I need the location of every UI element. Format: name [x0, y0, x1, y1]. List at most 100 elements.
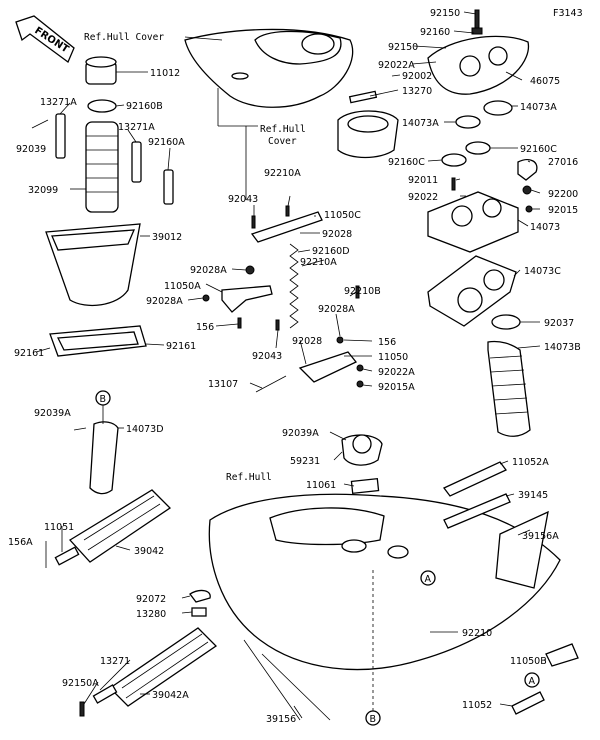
part-label: 13107	[208, 379, 238, 390]
part-label: 11050A	[164, 281, 201, 292]
leader-lines	[35, 11, 546, 719]
part-label: 92022	[408, 192, 438, 203]
bar-11052a-39145-parts	[442, 461, 511, 529]
part-label: 13271A	[118, 122, 155, 133]
part-label: 11061	[306, 480, 336, 491]
part-label: 92161	[166, 341, 196, 352]
part-label: 39145	[518, 490, 548, 501]
part-label: 39156A	[522, 531, 559, 542]
part-label: 92039A	[34, 408, 71, 419]
part-label: 92037	[544, 318, 574, 329]
part-label: 39012	[152, 232, 182, 243]
part-label: 92150A	[62, 678, 99, 689]
vent-59231-part	[341, 434, 383, 495]
part-label: 92002	[402, 71, 432, 82]
marker-b: B	[95, 390, 111, 406]
part-label: 92011	[408, 175, 438, 186]
part-label: 92022A	[378, 60, 415, 71]
spring-92160d-part	[289, 243, 299, 329]
part-label: 92015A	[378, 382, 415, 393]
figure-id: F3143	[553, 8, 583, 19]
duct-14073d-part	[73, 421, 119, 495]
part-label: 13271A	[40, 97, 77, 108]
mat-39042-part	[54, 489, 172, 566]
seal-14073a-parts	[455, 100, 513, 129]
clip-92072-13280-parts	[189, 589, 211, 617]
part-label: 27016	[548, 157, 578, 168]
part-label: 39042	[134, 546, 164, 557]
part-label: 92039A	[282, 428, 319, 439]
part-label: 92072	[136, 594, 166, 605]
box-14073-part	[427, 177, 519, 253]
marker-b: B	[365, 710, 381, 726]
duct-14073b-part	[487, 340, 531, 437]
part-label: 11051	[44, 522, 74, 533]
part-label: 32099	[28, 185, 58, 196]
svg-text:B: B	[370, 714, 377, 725]
ring-92160b-part	[87, 99, 117, 113]
cap-11012-part	[85, 56, 117, 85]
part-label: 92028A	[318, 304, 355, 315]
tray-14073c-part	[427, 255, 517, 327]
part-label: 92043	[228, 194, 258, 205]
part-label: 156A	[8, 537, 33, 548]
part-label: 11050B	[510, 656, 547, 667]
part-label: 92200	[548, 189, 578, 200]
part-label: 14073D	[126, 424, 164, 435]
part-label: 92043	[252, 351, 282, 362]
part-label: 92210A	[264, 168, 301, 179]
bracket-11050c-part	[250, 205, 323, 243]
bracket-11050b-11052-parts	[511, 643, 579, 715]
svg-text:A: A	[529, 676, 536, 687]
marker-a: A	[420, 570, 436, 586]
marker-a: A	[524, 672, 540, 688]
cover-46075-part	[427, 9, 530, 95]
part-label: 11052A	[512, 457, 549, 468]
part-label: 14073C	[524, 266, 561, 277]
bellows-32099-part	[85, 121, 119, 213]
part-label: 14073B	[544, 342, 581, 353]
part-label: 92160D	[312, 246, 350, 257]
part-label: 156	[378, 337, 396, 348]
part-label: 92150	[430, 8, 460, 19]
part-label: 14073A	[402, 118, 439, 129]
part-labels: 92150 92160 92150 92022A 92002 46075 132…	[8, 8, 581, 725]
part-label: 92015	[548, 205, 578, 216]
part-label: 156	[196, 322, 214, 333]
part-label: 92039	[16, 144, 46, 155]
ref-hull-cover-top-label: Ref.Hull Cover	[84, 32, 164, 43]
clamp-92037-part	[491, 314, 521, 330]
ref-hull-label: Ref.Hull	[226, 472, 272, 483]
part-label: 92150	[388, 42, 418, 53]
ref-hull-cover-mid-part	[337, 110, 399, 159]
part-label: 92022A	[378, 367, 415, 378]
part-label: 39156	[266, 714, 296, 725]
part-label: 92028A	[146, 296, 183, 307]
part-label: 46075	[530, 76, 560, 87]
svg-text:B: B	[100, 394, 107, 405]
svg-text:A: A	[425, 574, 432, 585]
part-label: 13271	[100, 656, 130, 667]
part-label: 59231	[290, 456, 320, 467]
part-label: 13280	[136, 609, 166, 620]
hull-cover-top-part	[184, 28, 354, 108]
part-label: 92028	[292, 336, 322, 347]
bucket-39012-part	[45, 223, 141, 307]
hull-part	[208, 493, 561, 721]
strip-13271a-parts	[31, 113, 174, 205]
part-label: 14073A	[520, 102, 557, 113]
part-label: 11012	[150, 68, 180, 79]
part-label: 92210B	[344, 286, 381, 297]
part-label: 13270	[402, 86, 432, 97]
part-label: 92028A	[190, 265, 227, 276]
mat-39042a-part	[79, 627, 218, 717]
part-label: 92028	[322, 229, 352, 240]
plate-11050-part	[255, 285, 364, 393]
part-label: 92161	[14, 348, 44, 359]
lever-11050a-part	[202, 265, 273, 329]
part-label: 11050	[378, 352, 408, 363]
part-label: 92160B	[126, 101, 163, 112]
part-label: 92160C	[388, 157, 425, 168]
front-arrow-icon: FRONT	[15, 15, 75, 64]
